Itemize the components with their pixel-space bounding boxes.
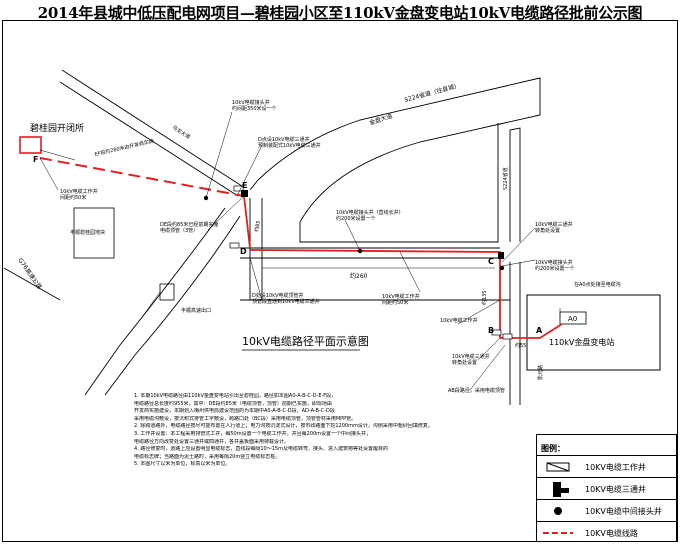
cable-de bbox=[243, 195, 251, 249]
note-line: 2. 除跨道路外，电缆路径按尽可能布置在人行道上；电力沟按沉淀式设计，按市政路面… bbox=[134, 423, 433, 430]
road-s224-south bbox=[509, 127, 521, 405]
legend-label: 10KV电缆工作井 bbox=[585, 463, 646, 472]
annotation-three-way-b: 10kV电缆三通井转角处设置 bbox=[452, 353, 490, 366]
point-f-label: F bbox=[33, 155, 38, 164]
legend: 图例： 10KV电缆工作井 10KV电缆三通井 10KV电缆中间接头井 10KV… bbox=[536, 434, 677, 542]
work-well-icon bbox=[546, 462, 570, 472]
substation-label: 110kV金盘变电站 bbox=[549, 337, 614, 347]
map-frame bbox=[2, 20, 678, 542]
legend-row-three-way-well: 10KV电缆三通井 bbox=[537, 477, 676, 500]
road-horizontal bbox=[240, 247, 510, 301]
point-c-label: C bbox=[488, 257, 494, 266]
road-label-s224: S224省道（往县城） bbox=[403, 81, 460, 104]
point-d-label: D bbox=[240, 247, 247, 256]
legend-title: 图例： bbox=[541, 444, 565, 453]
annotation-work-well-b: 10kV电缆工作井 bbox=[440, 317, 478, 324]
leader-lines bbox=[39, 111, 561, 391]
road-vertical-d bbox=[249, 198, 263, 300]
point-a-label: A bbox=[536, 326, 543, 335]
annotation-cd: D处设10kV电缆顶管井顶管段直通到10kV电缆三通井 bbox=[252, 292, 320, 305]
road-label-g76: G76高速公路 bbox=[16, 257, 43, 291]
annotation-joint-well-c: 10kV电缆接头井约200米设置一个 bbox=[535, 259, 575, 272]
distance-de: 约85 bbox=[253, 220, 262, 232]
note-line: 电缆路径方向改变处设置三通井或四通井，各井盖板面采用荷载设计。 bbox=[134, 438, 290, 445]
annotation-three-way-c: 10kV电缆三通井转角处设置 bbox=[535, 221, 573, 234]
legend-label: 10KV电缆线路 bbox=[585, 529, 638, 538]
substation-note: 在A0点处接至电缆沟 bbox=[574, 281, 621, 288]
joint-wells bbox=[203, 195, 505, 271]
road-label-jinpan: 金盘大道 bbox=[368, 112, 393, 127]
distance-cd: 约260 bbox=[350, 272, 368, 280]
distance-ab: 约55 bbox=[515, 342, 526, 349]
annotation-three-way-d: D点设10kV电缆三通井预制装配式10kV电缆三通井 bbox=[258, 136, 321, 149]
legend-row-cable-line: 10KV电缆线路 bbox=[537, 521, 676, 544]
substation-a0-label: A0 bbox=[568, 315, 577, 323]
note-line: 4. 路径修复时，道路上应设置明显电缆标志，直线段每隔10～15m及电缆转弯、接… bbox=[134, 446, 388, 453]
joint-well-icon bbox=[554, 507, 562, 515]
road-left bbox=[3, 69, 246, 396]
cable-line-icon bbox=[543, 532, 573, 534]
work-wells bbox=[229, 185, 513, 340]
note-line: 开发商实施建设，本期划入梅州供电局建设范围的为本期中A0-A-B-C-D段，AD… bbox=[134, 408, 335, 415]
annotation-work-well-50m: 10kV电缆工作井间距约50米 bbox=[60, 188, 98, 201]
road-s224 bbox=[249, 77, 541, 243]
legend-row-joint-well: 10KV电缆中间接头井 bbox=[537, 499, 676, 522]
note-line: 电缆路径总长度约955米，其中：DE段约85米（电缆顶管，顶管）前期已实施，即现… bbox=[134, 400, 332, 407]
reserve-land-outline bbox=[73, 207, 115, 259]
note-line: 电缆标志牌；当路面为泥土路时，采用每隔20m竖立电缆标志桩。 bbox=[134, 453, 281, 460]
annotation-work-well-mid: 10kV电缆工作井间距约50米 bbox=[382, 293, 420, 306]
legend-label: 10KV电缆中间接头井 bbox=[585, 507, 662, 516]
map-caption: 10kV电缆路径平面示意图 bbox=[242, 334, 369, 348]
road-label-kaiyuan: 凯元路 bbox=[537, 365, 544, 380]
substation-outline bbox=[526, 294, 661, 371]
annotation-ab: AB段路径，采用电缆顶管 bbox=[448, 387, 505, 394]
annotation-ef: EF段约280米由开发商实施 bbox=[94, 137, 155, 157]
legend-row-work-well: 10KV电缆工作井 bbox=[537, 455, 676, 478]
cable-cd bbox=[249, 249, 501, 262]
road-label-wulong: 乌龙大道 bbox=[171, 124, 192, 141]
note-line: 采用电缆沟敷设，按沉积式排管工字敷设，跨路口处（BC段）采用电缆顶管，顶管管材采… bbox=[134, 415, 357, 422]
legend-label: 10KV电缆三通井 bbox=[585, 485, 646, 494]
reserve-land-label: 丰顺碧桂园地块 bbox=[70, 229, 105, 236]
note-line: 1. 本期10kV电缆路径由110kV金盘变电站引出至碧桂园，路径如本图A0-A… bbox=[134, 393, 337, 399]
three-way-wells bbox=[241, 190, 504, 259]
annotation-joint-well-top: 10kV电缆接头井约间距350米设一个 bbox=[232, 99, 277, 112]
point-b-label: B bbox=[488, 326, 494, 335]
cable-ef bbox=[39, 157, 245, 197]
page-title: 2014年县城中低压配电网项目—碧桂园小区至110kV金盘变电站10kV电缆路径… bbox=[37, 4, 643, 22]
annotation-joint-well-mid: 10kV电缆接头井（直线长井）约200米设置一个 bbox=[336, 209, 404, 222]
cable-ab bbox=[500, 323, 563, 339]
annotation-de: DE段约85米已经前期实施电缆顶管（3管） bbox=[160, 221, 218, 234]
expressway-exit-label: 丰顺高速出口 bbox=[181, 307, 211, 314]
three-way-well-icon bbox=[553, 482, 569, 497]
note-line: 3. 工作井设置：本工程采用排管式工井，每50m设置一个电缆工作井，并且每200… bbox=[134, 430, 372, 437]
bgy-switchroom-box bbox=[19, 136, 42, 154]
notes-block: 1. 本期10kV电缆路径由110kV金盘变电站引出至碧桂园，路径如本图A0-A… bbox=[134, 393, 509, 469]
bgy-switchroom-label: 碧桂园开闭所 bbox=[30, 122, 84, 134]
note-line: 5. 本图尺寸以米为单位，标高以米为单位。 bbox=[134, 461, 231, 468]
distance-bc: 约135 bbox=[481, 290, 488, 305]
point-e-label: E bbox=[242, 181, 247, 190]
road-label-s224-south: S224省道 bbox=[502, 167, 509, 190]
